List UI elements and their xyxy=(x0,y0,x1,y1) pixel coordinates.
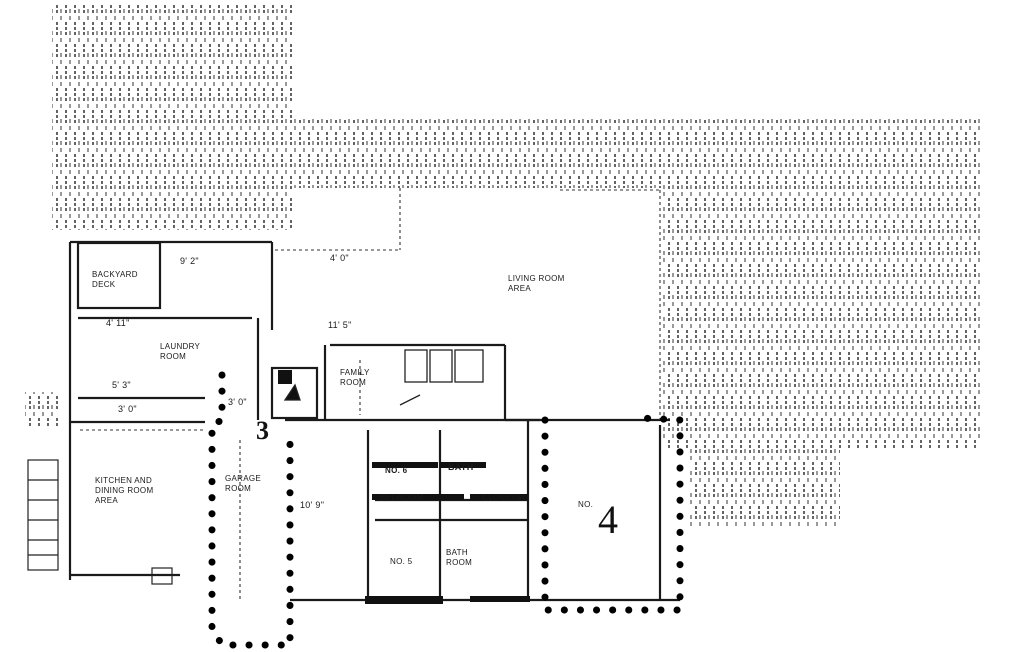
room-label-bedroom-hall: BEDROOM xyxy=(380,493,424,502)
zone-4-number: 4 xyxy=(598,497,618,542)
zone-3-number: 3 xyxy=(256,416,269,445)
dimension-label: 3' 0" xyxy=(118,404,137,414)
walls xyxy=(68,240,680,602)
dimension-label: 9' 2" xyxy=(180,256,199,266)
room-label-bath-room: BATH ROOM xyxy=(446,548,473,567)
dimension-label: 4' 0" xyxy=(330,253,349,263)
room-label-living: LIVING ROOM AREA xyxy=(508,274,565,293)
room-label-bedroom-6: NO. 6 xyxy=(385,466,408,475)
room-label-laundry: LAUNDRY ROOM xyxy=(160,342,201,361)
wall-blocks xyxy=(278,370,530,604)
room-label-right: NO. xyxy=(578,500,594,509)
dimension-label: 3' 0" xyxy=(228,397,247,407)
dimension-label: 10' 9" xyxy=(300,500,325,510)
steps xyxy=(27,459,173,585)
room-label-closets: CLOSETS xyxy=(482,493,522,502)
room-label-bedroom-5: NO. 5 xyxy=(390,557,413,566)
room-label-family: FAMILY ROOM xyxy=(340,368,370,387)
dimension-label: 4' 11" xyxy=(106,318,130,328)
wall-garage-closet xyxy=(270,366,319,420)
room-label-garage: GARAGE ROOM xyxy=(225,474,262,493)
zone-4-outline xyxy=(541,414,684,614)
room-label-bath: BATH xyxy=(448,462,474,472)
dimension-label: 5' 3" xyxy=(112,380,131,390)
dimension-label: 11' 5" xyxy=(328,320,352,330)
zone-outlines xyxy=(208,371,684,649)
room-label-backyard-deck: BACKYARD DECK xyxy=(92,270,138,289)
fixtures xyxy=(283,349,484,406)
room-label-kitchen-dining: KITCHEN AND DINING ROOM AREA xyxy=(95,476,154,505)
dashed-lines xyxy=(80,188,661,600)
zone-3-outline xyxy=(208,371,294,649)
landscaping-hatch xyxy=(25,5,980,528)
